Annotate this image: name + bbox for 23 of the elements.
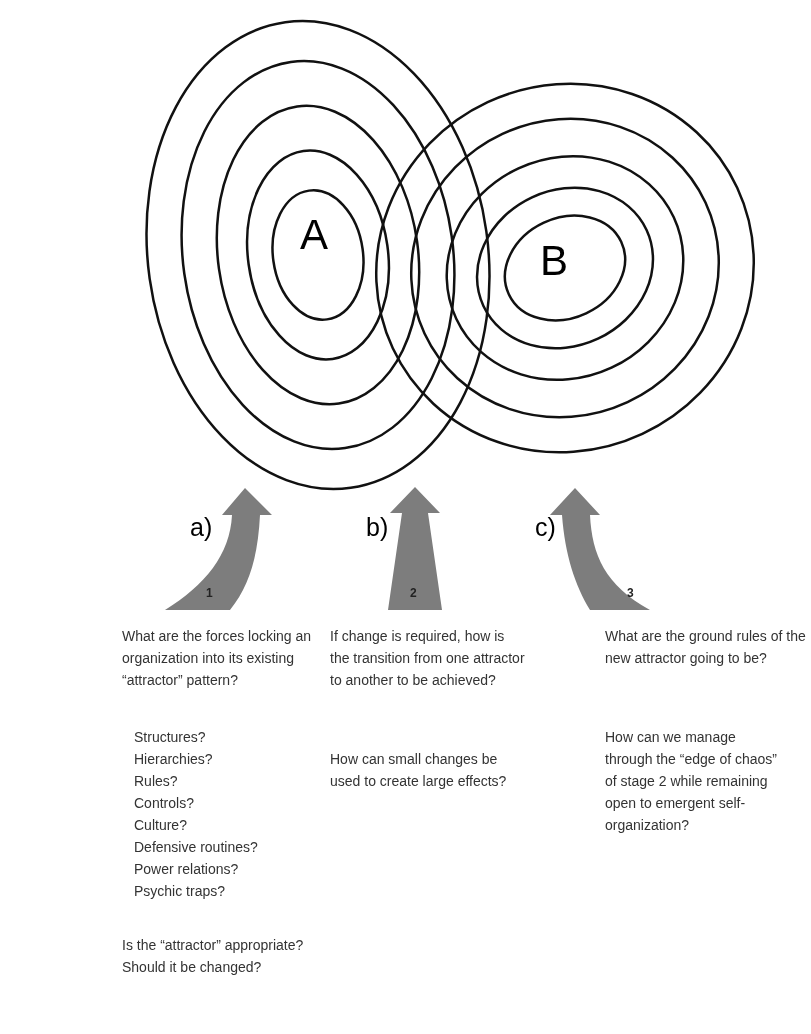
question-text: Is the “attractor” appropriate? Should it be changed? (122, 936, 305, 977)
item-letter: c) (535, 515, 556, 540)
list-item: Hierarchies? (134, 750, 213, 769)
thick-arrow (388, 487, 442, 610)
list-item: Rules? (134, 772, 178, 791)
question-text: What are the ground rules of the new attractor going to be? (605, 627, 807, 668)
question-text: How can small changes be used to create large effects? (330, 750, 508, 791)
list-item: Power relations? (134, 860, 239, 879)
thick-arrow (165, 488, 272, 610)
question-text: What are the forces locking an organization into its existing “attractor” pattern? (122, 627, 313, 690)
list-item: Controls? (134, 794, 194, 813)
list-item: Psychic traps? (134, 882, 226, 901)
attractor-letter: A (300, 214, 328, 256)
attractor-letter: B (540, 240, 568, 282)
list-item: Culture? (134, 816, 187, 835)
list-item: Defensive routines? (134, 838, 258, 857)
question-text: If change is required, how is the transition from one attractor to another to be achieved? (330, 627, 525, 690)
list-item: Structures? (134, 728, 206, 747)
question-text: How can we manage through the “edge of chaos” of stage 2 while remaining open to emergent self-organization? (605, 728, 778, 835)
step-number: 1 (206, 587, 213, 599)
item-letter: a) (190, 515, 213, 540)
step-number: 3 (627, 587, 634, 599)
step-number: 2 (410, 587, 417, 599)
